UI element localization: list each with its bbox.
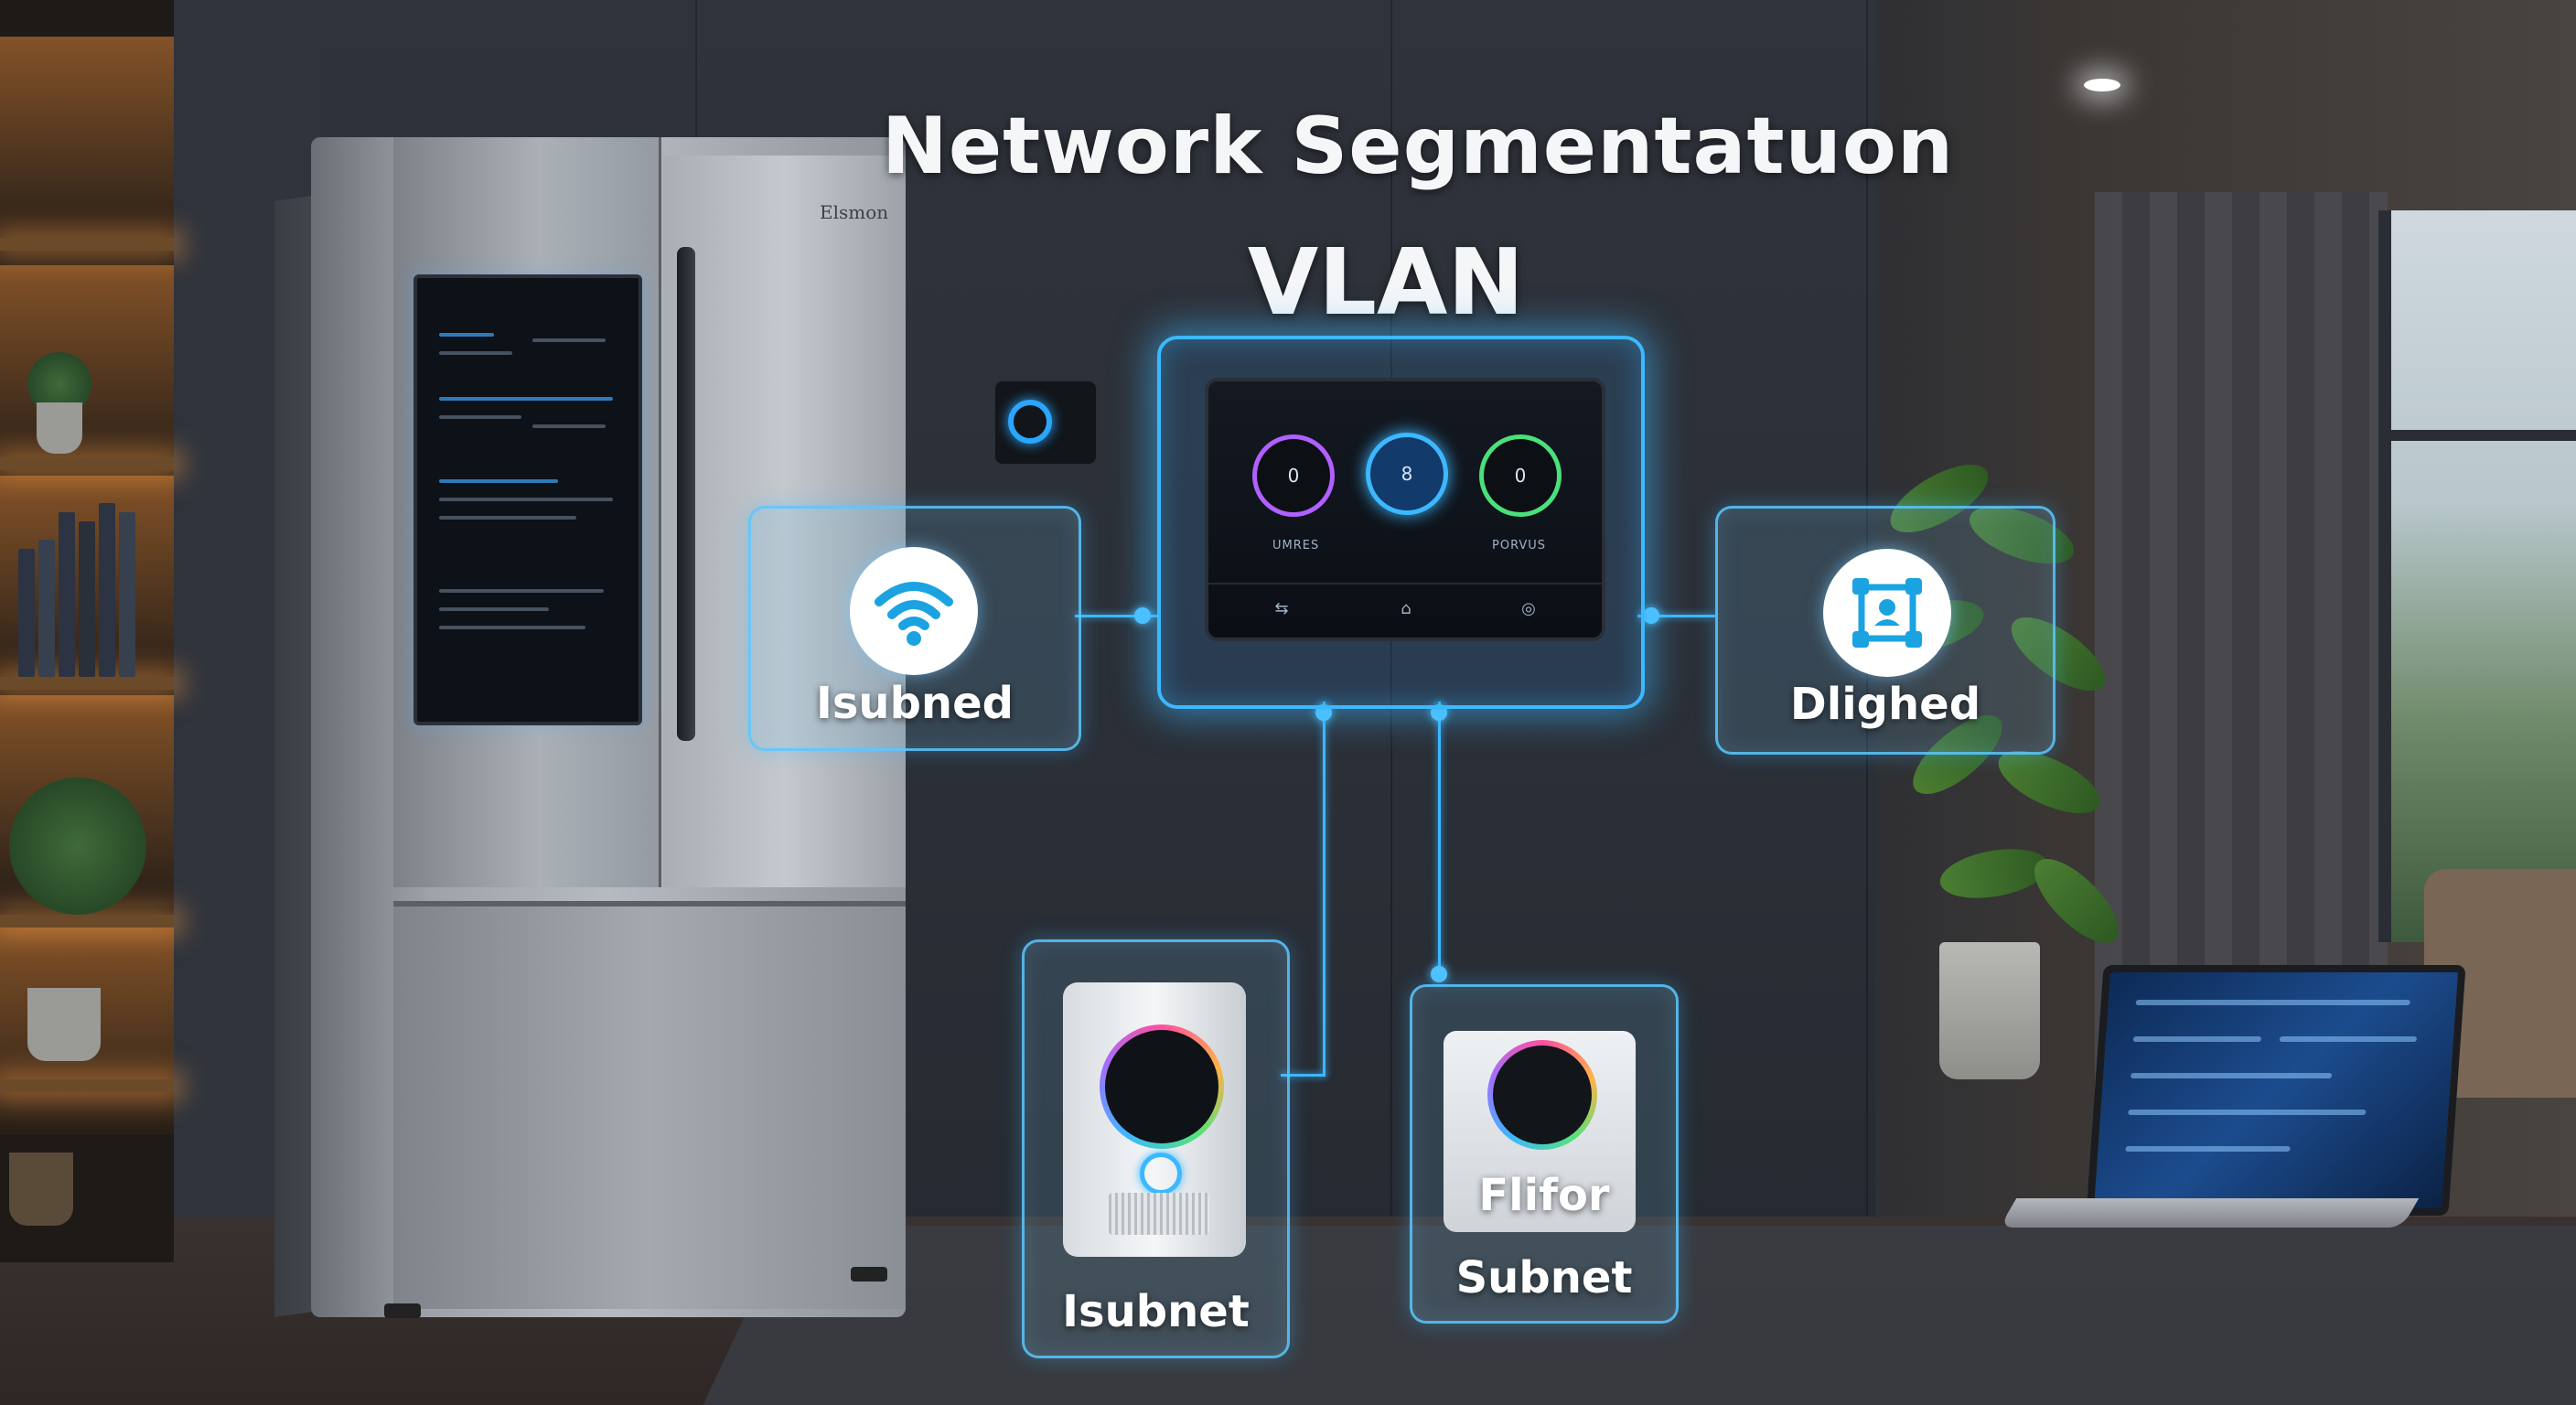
wall-thermostat — [993, 380, 1098, 466]
panel-dial-left[interactable]: 0 — [1252, 434, 1335, 517]
fridge-handle — [677, 247, 695, 741]
shelf-board — [0, 238, 174, 251]
connector-node — [1431, 966, 1447, 982]
vlan-hub[interactable]: 0 8 0 UMRES PORVUS ⇆ ⌂ ◎ — [1157, 336, 1645, 709]
shelf-pot — [9, 1153, 73, 1226]
book — [79, 521, 95, 677]
segment-card-right[interactable]: Dlighed — [1715, 506, 2055, 755]
panel-caption-left: UMRES — [1272, 539, 1320, 552]
segment-label-bottom-left: Isubnet — [1062, 1286, 1250, 1337]
connector-line — [1637, 615, 1715, 617]
book — [38, 540, 55, 677]
shelf-board — [0, 677, 174, 690]
connector-line — [1281, 1074, 1326, 1077]
bookshelf — [0, 0, 174, 1262]
panel-button[interactable]: ◎ — [1521, 598, 1536, 618]
segment-label-bottom-right-line1: Flifor — [1478, 1170, 1610, 1221]
connector-line — [1323, 702, 1326, 1077]
connector-line — [1438, 702, 1441, 974]
segment-card-bottom-right[interactable]: Flifor Subnet — [1410, 984, 1679, 1324]
fridge-drawer — [393, 901, 906, 1309]
laptop-base — [1999, 1198, 2420, 1228]
segment-label-bottom-right-line2: Subnet — [1455, 1252, 1633, 1303]
diagram-title: Network Segmentatuon — [881, 101, 1955, 192]
window-bar — [2378, 430, 2576, 441]
thermostat-ring — [1008, 400, 1052, 444]
connector-line — [1075, 615, 1157, 617]
shelf-pot — [37, 402, 82, 454]
planter — [1939, 942, 2040, 1079]
diagram-subtitle: VLAN — [1247, 229, 1525, 336]
fridge-brand-label: Elsmon — [820, 201, 889, 223]
panel-dial-center[interactable]: 8 — [1366, 433, 1448, 515]
book — [59, 512, 75, 677]
laptop-screen — [2086, 965, 2466, 1216]
wifi-icon — [850, 547, 978, 675]
book — [119, 512, 135, 677]
shelf-plant — [9, 778, 146, 915]
fridge-display — [413, 274, 642, 725]
smart-speaker-icon — [1063, 982, 1246, 1257]
segment-card-left[interactable]: Isubned — [748, 506, 1081, 751]
shelf-pot — [27, 988, 101, 1061]
panel-dial-right[interactable]: 0 — [1479, 434, 1562, 517]
book — [18, 549, 35, 677]
connector-node — [1134, 607, 1151, 624]
control-panel: 0 8 0 UMRES PORVUS ⇆ ⌂ ◎ — [1205, 378, 1605, 641]
segment-label-right: Dlighed — [1789, 679, 1981, 730]
segment-label-left: Isubned — [815, 678, 1014, 729]
fridge-door-right — [663, 156, 906, 887]
window — [2378, 210, 2576, 942]
connector-node — [1643, 607, 1659, 624]
panel-button[interactable]: ⇆ — [1274, 598, 1289, 618]
panel-caption-right: PORVUS — [1492, 539, 1547, 552]
ceiling-light — [2084, 79, 2120, 91]
book — [99, 503, 115, 677]
network-nodes-icon — [1823, 549, 1951, 677]
smart-hub-icon — [1444, 1031, 1636, 1232]
panel-button-bar — [1208, 583, 1602, 636]
shelf-board — [0, 1079, 174, 1092]
shelf-board — [0, 457, 174, 470]
shelf-board — [0, 915, 174, 928]
segment-card-bottom-left[interactable]: Isubnet — [1022, 939, 1290, 1358]
panel-button[interactable]: ⌂ — [1401, 598, 1411, 618]
